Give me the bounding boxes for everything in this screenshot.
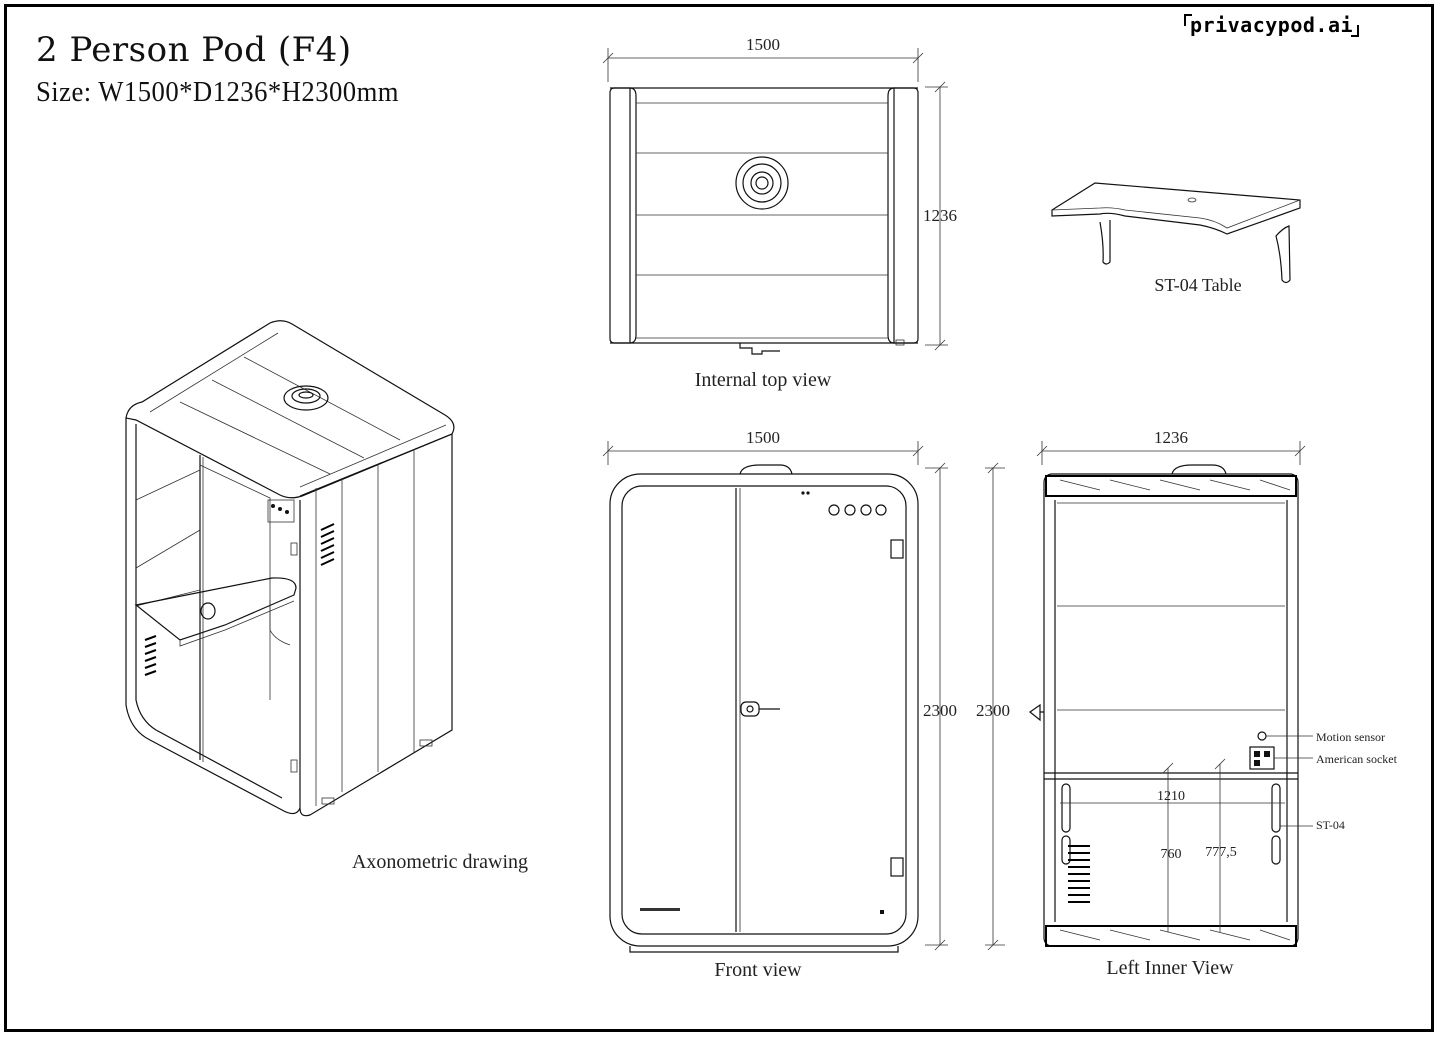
table-bracket-left: [1099, 220, 1111, 265]
front-view-label: Front view: [714, 959, 802, 981]
front-control-panel: [801, 491, 887, 516]
table-bracket-right: [1275, 225, 1291, 284]
axo-fan-icon: [283, 385, 329, 411]
axo-vent-right: [320, 523, 335, 566]
drawing-size: Size: W1500*D1236*H2300mm: [36, 76, 400, 108]
left-inner-view: 1236 2300: [976, 428, 1398, 979]
internal-top-view-label: Internal top view: [695, 369, 832, 391]
left-inner-view-label: Left Inner View: [1106, 957, 1234, 979]
brand-logo: privacypod.ai: [1184, 13, 1360, 37]
table-width-label: 1210: [1157, 789, 1185, 804]
axo-controls: [267, 499, 295, 523]
table-bracket-right-view: [1271, 783, 1313, 865]
front-view: 1500 2300: [602, 428, 957, 981]
front-width-dimension: 1500: [602, 428, 924, 465]
axonometric-label: Axonometric drawing: [352, 851, 528, 873]
internal-top-view: 1500 1236: [602, 35, 957, 391]
logo-bracket-left: [1184, 14, 1192, 26]
motion-sensor-icon: [1257, 731, 1313, 741]
top-depth-label: 1236: [923, 206, 957, 225]
left-width-dimension: 1236: [1036, 428, 1306, 465]
table-view: ST-04 Table: [1051, 182, 1301, 295]
ceiling-fan-icon: [735, 156, 789, 210]
top-width-label: 1500: [746, 35, 780, 54]
top-depth-dimension: 1236: [923, 81, 957, 351]
american-socket-icon: [1249, 746, 1313, 770]
top-outer-shell: [609, 87, 919, 344]
left-handle-icon: [1028, 703, 1044, 722]
hinge-top: [890, 539, 904, 559]
st04-callout-label: ST-04: [1316, 818, 1345, 832]
left-height-dimension: 2300: [976, 462, 1010, 951]
table-height-alt-label: 777,5: [1205, 845, 1237, 860]
front-height-label: 2300: [923, 701, 957, 720]
door-handle-icon: [740, 701, 780, 717]
axo-handle-icon: [200, 602, 216, 620]
sheet-border: [4, 4, 1434, 1032]
front-width-label: 1500: [746, 428, 780, 447]
hinge-bottom: [890, 857, 904, 877]
axonometric-view: Axonometric drawing: [125, 320, 528, 873]
american-socket-label: American socket: [1316, 752, 1398, 766]
left-height-label: 2300: [976, 701, 1010, 720]
front-height-dimension: 2300: [923, 462, 957, 951]
left-width-label: 1236: [1154, 428, 1188, 447]
logo-bracket-right: [1351, 25, 1360, 37]
axo-vent-left: [144, 635, 157, 676]
motion-sensor-label: Motion sensor: [1316, 730, 1385, 744]
top-width-dimension: 1500: [602, 35, 924, 82]
left-vent: [1068, 845, 1090, 903]
brand-logo-text: privacypod.ai: [1190, 13, 1354, 37]
table-height-label: 760: [1161, 847, 1182, 862]
table-label: ST-04 Table: [1154, 275, 1241, 295]
top-handle-icon: [739, 343, 780, 355]
table-bracket-left-view: [1061, 783, 1071, 865]
drawing-title: 2 Person Pod (F4): [36, 30, 352, 70]
table-dimension-lines: [1060, 758, 1285, 932]
